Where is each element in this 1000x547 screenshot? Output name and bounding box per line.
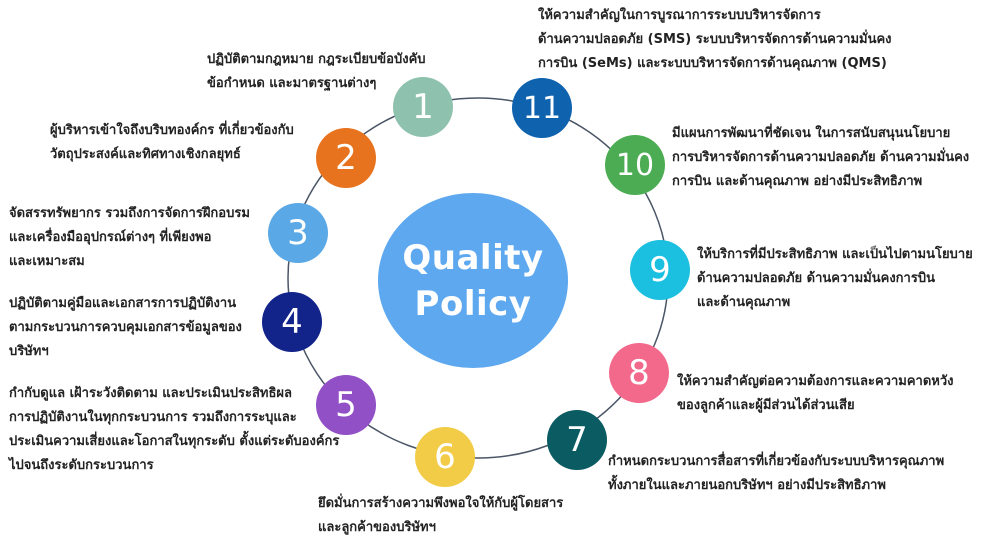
center-title-line2: Policy [414, 283, 532, 324]
policy-text-line: ของลูกค้าและผู้มีส่วนได้ส่วนเสีย [677, 398, 855, 413]
policy-node-3: 3 [268, 203, 328, 263]
policy-text-line: ข้อกำหนด และมาตรฐานต่างๆ [207, 76, 377, 91]
policy-text-9: ให้บริการที่มีประสิทธิภาพ และเป็นไปตามนโ… [697, 243, 973, 315]
policy-text-3: จัดสรรทรัพยากร รวมถึงการจัดการฝึกอบรมและ… [9, 202, 250, 274]
policy-text-line: ตามกระบวนการควบคุมเอกสารข้อมูลของ [9, 320, 242, 335]
policy-text-6: ยึดมั่นการสร้างความพึงพอใจให้กับผู้โดยสา… [318, 492, 563, 540]
policy-text-line: การบิน (SeMs) และระบบบริหารจัดการด้านคุณ… [538, 56, 887, 71]
policy-text-line: วัตถุประสงค์และทิศทางเชิงกลยุทธ์ [50, 147, 241, 162]
policy-text-10: มีแผนการพัฒนาที่ชัดเจน ในการสนับสนุนนโยบ… [672, 122, 969, 194]
policy-node-9: 9 [630, 240, 690, 300]
policy-node-1: 1 [393, 77, 453, 137]
policy-text-11: ให้ความสำคัญในการบูรณาการระบบบริหารจัดกา… [538, 4, 892, 76]
policy-text-line: ด้านความปลอดภัย ด้านความมั่นคงการบิน [697, 271, 935, 286]
policy-text-line: ปฏิบัติตามคู่มือและเอกสารการปฏิบัติงาน [9, 296, 237, 311]
policy-text-line: ทั้งภายในและภายนอกบริษัทฯ อย่างมีประสิทธ… [608, 478, 886, 493]
policy-text-line: ให้ความสำคัญต่อความต้องการและความคาดหวัง [677, 374, 954, 389]
policy-text-5: กำกับดูแล เฝ้าระวังติดตาม และประเมินประส… [9, 382, 339, 478]
policy-node-11: 11 [512, 78, 572, 138]
policy-text-line: กำกับดูแล เฝ้าระวังติดตาม และประเมินประส… [9, 386, 292, 401]
policy-text-7: กำหนดกระบวนการสื่อสารที่เกี่ยวข้องกับระบ… [608, 450, 944, 498]
policy-text-line: ไปจนถึงระดับกระบวนการ [9, 458, 154, 473]
policy-node-8: 8 [609, 343, 669, 403]
policy-text-line: ให้ความสำคัญในการบูรณาการระบบบริหารจัดกา… [538, 8, 821, 23]
policy-text-line: มีแผนการพัฒนาที่ชัดเจน ในการสนับสนุนนโยบ… [672, 126, 951, 141]
policy-node-4: 4 [262, 292, 322, 352]
quality-policy-center: Quality Policy [378, 193, 568, 368]
policy-node-7: 7 [547, 410, 607, 470]
policy-text-line: ยึดมั่นการสร้างความพึงพอใจให้กับผู้โดยสา… [318, 496, 564, 511]
policy-text-line: การบริหารจัดการด้านความปลอดภัย ด้านความม… [672, 150, 970, 165]
policy-text-line: ให้บริการที่มีประสิทธิภาพ และเป็นไปตามนโ… [697, 247, 973, 262]
policy-text-line: และลูกค้าของบริษัทฯ [318, 520, 436, 535]
policy-text-line: ประเมินความเสี่ยงและโอกาสในทุกระดับ ตั้ง… [9, 434, 340, 449]
policy-text-line: บริษัทฯ [9, 344, 49, 359]
policy-text-line: และเหมาะสม [9, 254, 85, 269]
policy-text-line: การปฏิบัติงานในทุกกระบวนการ รวมถึงการระบ… [9, 410, 297, 425]
policy-text-line: ผู้บริหารเข้าใจถึงบริบทองค์กร ที่เกี่ยวข… [50, 123, 294, 138]
policy-text-line: กำหนดกระบวนการสื่อสารที่เกี่ยวข้องกับระบ… [608, 454, 945, 469]
policy-text-line: ปฏิบัติตามกฎหมาย กฎระเบียบข้อบังคับ [207, 52, 426, 67]
policy-text-line: การบิน และด้านคุณภาพ อย่างมีประสิทธิภาพ [672, 174, 923, 189]
policy-text-4: ปฏิบัติตามคู่มือและเอกสารการปฏิบัติงานตา… [9, 292, 242, 364]
policy-text-line: และเครื่องมืออุปกรณ์ต่างๆ ที่เพียงพอ [9, 230, 212, 245]
policy-node-5: 5 [316, 375, 376, 435]
policy-text-line: ด้านความปลอดภัย (SMS) ระบบบริหารจัดการด้… [538, 32, 892, 47]
policy-text-line: และด้านคุณภาพ [697, 295, 791, 310]
policy-text-2: ผู้บริหารเข้าใจถึงบริบทองค์กร ที่เกี่ยวข… [50, 119, 294, 167]
policy-node-2: 2 [316, 128, 376, 188]
policy-node-6: 6 [415, 427, 475, 487]
policy-text-1: ปฏิบัติตามกฎหมาย กฎระเบียบข้อบังคับข้อกำ… [207, 48, 426, 96]
policy-text-line: จัดสรรทรัพยากร รวมถึงการจัดการฝึกอบรม [9, 206, 250, 221]
center-title-line1: Quality [402, 237, 544, 278]
policy-node-10: 10 [605, 135, 665, 195]
policy-text-8: ให้ความสำคัญต่อความต้องการและความคาดหวัง… [677, 370, 954, 418]
